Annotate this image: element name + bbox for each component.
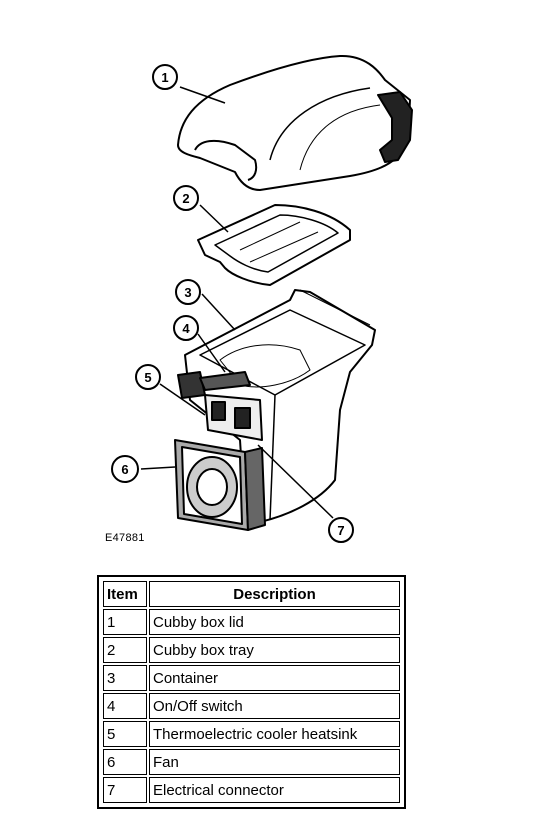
row-item: 3 (103, 665, 147, 691)
row-description: Electrical connector (149, 777, 400, 803)
row-description: On/Off switch (149, 693, 400, 719)
table-row: 6 Fan (103, 749, 400, 775)
row-item: 7 (103, 777, 147, 803)
table-header-row: Item Description (103, 581, 400, 607)
callout-5: 5 (135, 364, 161, 390)
row-item: 6 (103, 749, 147, 775)
callout-1: 1 (152, 64, 178, 90)
callout-3-label: 3 (184, 285, 191, 300)
leader-lines (140, 86, 334, 519)
callout-7-label: 7 (337, 523, 344, 538)
table-row: 5 Thermoelectric cooler heatsink (103, 721, 400, 747)
table-row: 3 Container (103, 665, 400, 691)
callout-1-label: 1 (161, 70, 168, 85)
row-description: Cubby box tray (149, 637, 400, 663)
table-row: 4 On/Off switch (103, 693, 400, 719)
row-description: Cubby box lid (149, 609, 400, 635)
table-row: 2 Cubby box tray (103, 637, 400, 663)
cubby-box-lid-drawing (177, 54, 413, 191)
table-row: 1 Cubby box lid (103, 609, 400, 635)
callout-2-label: 2 (182, 191, 189, 206)
row-item: 5 (103, 721, 147, 747)
callout-7: 7 (328, 517, 354, 543)
fan-drawing (174, 439, 266, 531)
cubby-box-tray-drawing (197, 204, 351, 286)
callout-6: 6 (111, 455, 139, 483)
callout-4-label: 4 (182, 321, 190, 336)
row-description: Container (149, 665, 400, 691)
switch-and-heatsink-drawing (177, 371, 263, 441)
callout-2: 2 (173, 185, 199, 211)
callout-6-label: 6 (121, 462, 128, 477)
row-item: 2 (103, 637, 147, 663)
row-description: Fan (149, 749, 400, 775)
figure-id: E47881 (105, 532, 145, 544)
callout-5-label: 5 (144, 370, 151, 385)
row-description: Thermoelectric cooler heatsink (149, 721, 400, 747)
parts-table: Item Description 1 Cubby box lid 2 Cubby… (97, 575, 406, 809)
header-description: Description (149, 581, 400, 607)
row-item: 4 (103, 693, 147, 719)
row-item: 1 (103, 609, 147, 635)
callout-3: 3 (175, 279, 201, 305)
table-row: 7 Electrical connector (103, 777, 400, 803)
exploded-diagram: 1 2 3 4 5 6 7 (111, 54, 413, 543)
header-item: Item (103, 581, 147, 607)
callout-4: 4 (173, 315, 199, 341)
